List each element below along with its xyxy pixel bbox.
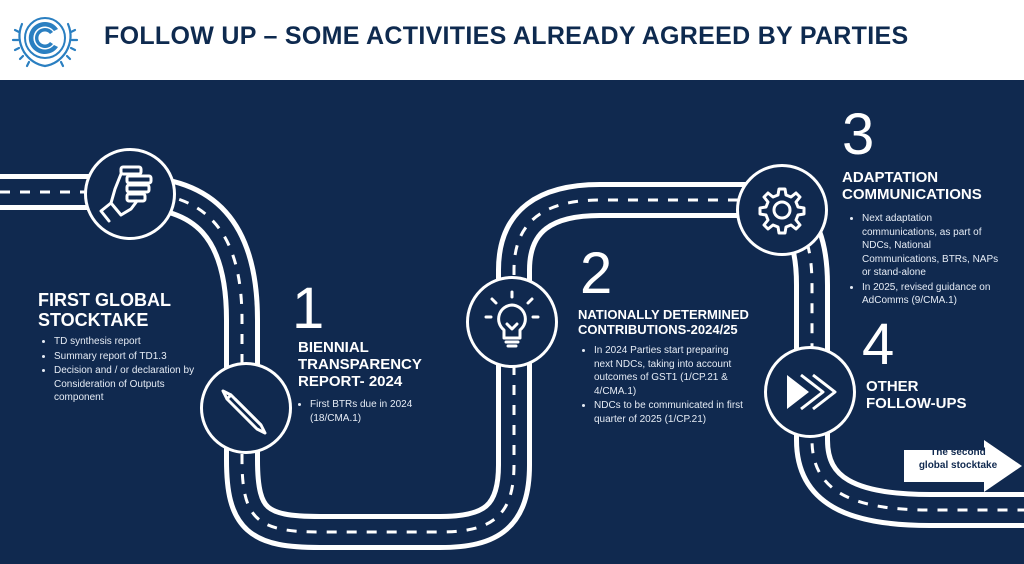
gear-icon — [758, 187, 806, 235]
adaptation-bullets: Next adaptation communications, as part … — [846, 212, 1002, 309]
list-item: In 2024 Parties start preparing next NDC… — [594, 344, 744, 398]
list-item: TD synthesis report — [54, 335, 204, 349]
adaptation-circle — [736, 164, 828, 256]
adaptation-number: 3 — [842, 102, 875, 167]
ndc-bullets: In 2024 Parties start preparing next NDC… — [578, 344, 744, 427]
other-number: 4 — [862, 312, 895, 377]
ndc-number: 2 — [580, 241, 613, 306]
gst-circle — [84, 148, 176, 240]
ndc-heading: NATIONALLY DETERMINED CONTRIBUTIONS-2024… — [578, 307, 749, 337]
fast-forward-icon — [787, 373, 837, 411]
next-gst-arrow — [904, 440, 1022, 492]
header: FOLLOW UP – SOME ACTIVITIES ALREADY AGRE… — [0, 0, 1024, 80]
gst-heading: FIRST GLOBAL STOCKTAKE — [38, 290, 171, 331]
page-title: FOLLOW UP – SOME ACTIVITIES ALREADY AGRE… — [104, 22, 909, 50]
adaptation-heading: ADAPTATION COMMUNICATIONS — [842, 169, 982, 203]
other-circle — [764, 346, 856, 438]
unfccc-logo-icon — [11, 17, 79, 68]
lightbulb-icon — [484, 290, 540, 348]
other-heading: OTHER FOLLOW-UPS — [866, 378, 967, 412]
ndc-circle — [466, 276, 558, 368]
gst-bullets: TD synthesis report Summary report of TD… — [38, 335, 204, 406]
list-item: Decision and / or declaration by Conside… — [54, 364, 204, 405]
road-path — [0, 174, 1024, 550]
btr-circle — [200, 362, 292, 454]
list-item: Next adaptation communications, as part … — [862, 212, 1002, 280]
next-gst-label: The second global stocktake — [918, 447, 998, 471]
hand-icon — [99, 165, 153, 223]
list-item: NDCs to be communicated in first quarter… — [594, 399, 744, 426]
roadmap-panel: FIRST GLOBAL STOCKTAKE TD synthesis repo… — [0, 80, 1024, 564]
list-item: In 2025, revised guidance on AdComms (9/… — [862, 281, 1002, 308]
list-item: First BTRs due in 2024 (18/CMA.1) — [310, 398, 450, 425]
list-item: Summary report of TD1.3 — [54, 350, 204, 364]
pencil-icon — [221, 389, 267, 435]
btr-bullets: First BTRs due in 2024 (18/CMA.1) — [294, 398, 450, 426]
btr-number: 1 — [292, 276, 325, 341]
btr-heading: BIENNIAL TRANSPARENCY REPORT- 2024 — [298, 339, 422, 390]
